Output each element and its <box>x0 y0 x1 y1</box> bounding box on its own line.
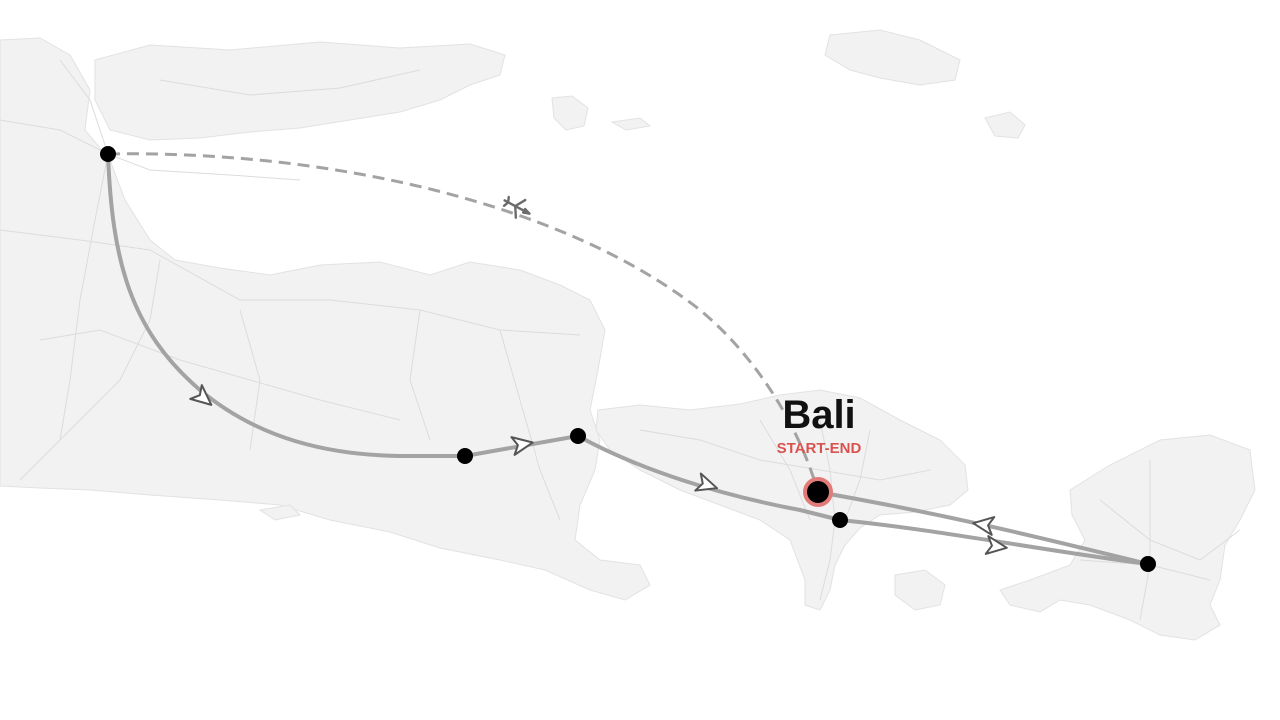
arrow-icon <box>984 535 1008 555</box>
arrow-icon <box>510 436 534 456</box>
arrow-icon <box>694 472 719 492</box>
islet-2 <box>610 117 652 131</box>
destination-name: Bali <box>782 393 855 437</box>
route-ketapang-bali <box>576 434 842 522</box>
route-lombok-bali <box>816 490 1150 566</box>
stop-marker[interactable] <box>1140 556 1156 572</box>
flight-route <box>107 152 820 493</box>
destination-tag: START-END <box>777 440 862 457</box>
stop-marker[interactable] <box>457 448 473 464</box>
islet-4 <box>984 111 1026 139</box>
stop-marker[interactable] <box>832 512 848 528</box>
stops-layer <box>100 146 1156 572</box>
stop-marker[interactable] <box>570 428 586 444</box>
land-layer <box>0 29 1256 641</box>
airplane-icon <box>502 195 531 219</box>
java-island <box>0 37 651 601</box>
stop-marker[interactable] <box>100 146 116 162</box>
arrow-icon <box>972 516 996 536</box>
nusa-penida <box>894 569 946 611</box>
lombok-island <box>999 434 1256 641</box>
islet-1 <box>551 95 589 131</box>
bali-island <box>595 389 969 611</box>
islet-3 <box>824 29 961 86</box>
islet-5 <box>258 504 302 521</box>
start-end-marker[interactable] <box>807 481 829 503</box>
direction-arrows <box>189 384 1008 555</box>
arrow-icon <box>189 384 213 406</box>
